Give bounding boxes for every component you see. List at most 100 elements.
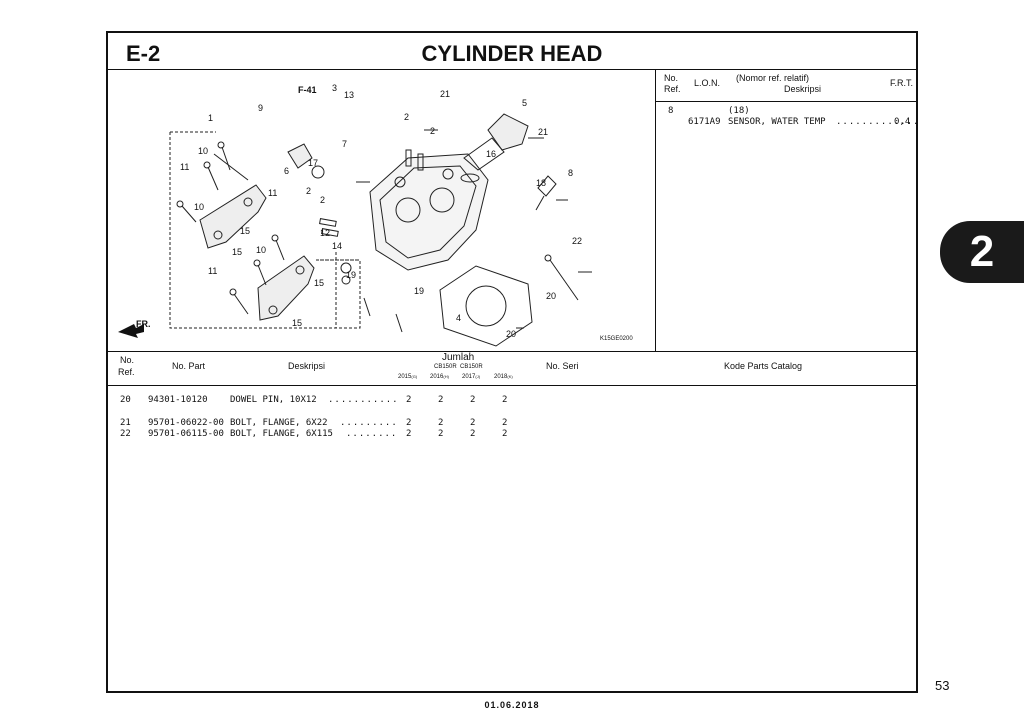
alt-col-lon: L.O.N. xyxy=(694,78,721,88)
part-row-dots: ........... xyxy=(328,395,399,405)
part-row-desc: DOWEL PIN, 10X12 xyxy=(230,395,317,405)
part-row-ref: 20 xyxy=(120,395,131,405)
chapter-tab: 2 xyxy=(940,221,1024,283)
callout: 2 xyxy=(320,195,326,205)
part-row-qty: 2 xyxy=(406,429,412,439)
callout: 15 xyxy=(292,318,303,328)
part-row-qty: 2 xyxy=(406,418,412,428)
cylinder-head-drawing xyxy=(118,113,592,347)
callout: 10 xyxy=(198,146,209,156)
callout: 10 xyxy=(194,202,205,212)
callout: 11 xyxy=(180,162,190,172)
col-no-part: No. Part xyxy=(172,361,206,371)
callout: 9 xyxy=(258,103,264,113)
callout: 19 xyxy=(346,270,357,280)
exploded-diagram xyxy=(108,70,654,350)
col-ref: Ref. xyxy=(118,367,135,377)
col-jumlah: Jumlah xyxy=(442,352,475,363)
callout: 3 xyxy=(332,83,338,93)
header-divider xyxy=(108,69,916,70)
part-row-desc: BOLT, FLANGE, 6X115 xyxy=(230,429,333,439)
part-row-desc: BOLT, FLANGE, 6X22 xyxy=(230,418,328,428)
print-date: 01.06.2018 xyxy=(484,700,540,710)
part-row-qty: 2 xyxy=(502,418,508,428)
parts-header-bottom-divider xyxy=(108,385,916,386)
alt-row-frt: 0,4 xyxy=(894,117,911,127)
diagram-code: K15GE0200 xyxy=(600,336,633,342)
alt-col-ref: Ref. xyxy=(664,84,681,94)
col-deskripsi: Deskripsi xyxy=(288,361,326,371)
callout: 16 xyxy=(486,149,497,159)
part-row-ref: 21 xyxy=(120,418,131,428)
callout: 2 xyxy=(430,126,436,136)
alt-row-lon: 6171A9 xyxy=(688,117,721,127)
callout: 8 xyxy=(568,168,574,178)
part-row-qty: 2 xyxy=(438,395,444,405)
col-model-2: CB150R xyxy=(460,364,483,370)
front-label: FR. xyxy=(136,319,151,329)
parts-header-top-divider xyxy=(108,351,916,352)
callout: 21 xyxy=(440,89,451,99)
callout: 2 xyxy=(306,186,312,196)
callout: 2 xyxy=(404,112,410,122)
callout: 14 xyxy=(332,241,343,251)
part-row-qty: 2 xyxy=(502,429,508,439)
col-no: No. xyxy=(120,355,135,365)
page-number: 53 xyxy=(935,678,950,693)
callout: 17 xyxy=(308,158,319,168)
reference-label: F-41 xyxy=(298,85,317,95)
callout: 22 xyxy=(572,236,583,246)
alt-col-desc: Deskripsi xyxy=(784,84,822,94)
alt-col-desc-top: (Nomor ref. relatif) xyxy=(736,73,810,83)
callout: 21 xyxy=(538,127,549,137)
callout: 1 xyxy=(208,113,214,123)
part-row-qty: 2 xyxy=(438,418,444,428)
alt-row-dots: ............. xyxy=(836,117,920,127)
callout: 13 xyxy=(344,90,355,100)
callout: 15 xyxy=(232,247,243,257)
alt-row-no: 8 xyxy=(668,106,674,116)
callout: 15 xyxy=(314,278,325,288)
alt-row-desc: SENSOR, WATER TEMP xyxy=(728,117,826,127)
part-row-qty: 2 xyxy=(406,395,412,405)
part-row-number: 95701-06022-00 xyxy=(148,418,224,428)
callout: 10 xyxy=(256,245,267,255)
callout: 7 xyxy=(342,139,348,149)
alt-col-frt: F.R.T. xyxy=(890,78,914,88)
callout: 18 xyxy=(536,178,547,188)
callout: 19 xyxy=(414,286,425,296)
part-row-qty: 2 xyxy=(470,429,476,439)
col-model-1: CB150R xyxy=(434,364,457,370)
callout: 4 xyxy=(456,313,462,323)
callout: 20 xyxy=(546,291,557,301)
callout: 12 xyxy=(320,228,331,238)
part-row-number: 94301-10120 xyxy=(148,395,208,405)
alt-row-rel: (18) xyxy=(728,106,750,116)
diagram-divider xyxy=(655,69,656,351)
page-title: CYLINDER HEAD xyxy=(421,41,603,66)
col-year-2016: 2016(H) xyxy=(430,374,449,380)
alt-col-no: No. xyxy=(664,73,679,83)
col-year-2015: 2015(G) xyxy=(398,374,418,380)
part-row-qty: 2 xyxy=(502,395,508,405)
callout: 20 xyxy=(506,329,517,339)
callout: 11 xyxy=(208,266,218,276)
part-row-number: 95701-06115-00 xyxy=(148,429,224,439)
part-row-ref: 22 xyxy=(120,429,131,439)
part-row-dots: ......... xyxy=(340,418,398,428)
catalog-page-frame: E-2 CYLINDER HEAD xyxy=(106,31,918,693)
col-no-seri: No. Seri xyxy=(546,361,579,371)
callout: 15 xyxy=(240,226,251,236)
callout: 11 xyxy=(268,188,278,198)
col-year-2017: 2017(J) xyxy=(462,374,481,380)
part-row-qty: 2 xyxy=(470,395,476,405)
section-code: E-2 xyxy=(126,41,161,66)
col-year-2018: 2018(K) xyxy=(494,374,513,380)
part-row-qty: 2 xyxy=(470,418,476,428)
callout: 5 xyxy=(522,98,528,108)
alt-table-header-divider xyxy=(655,101,916,102)
col-kode-parts-catalog: Kode Parts Catalog xyxy=(724,361,803,371)
part-row-dots: ........ xyxy=(346,429,398,439)
front-direction-icon xyxy=(118,324,144,338)
part-row-qty: 2 xyxy=(438,429,444,439)
